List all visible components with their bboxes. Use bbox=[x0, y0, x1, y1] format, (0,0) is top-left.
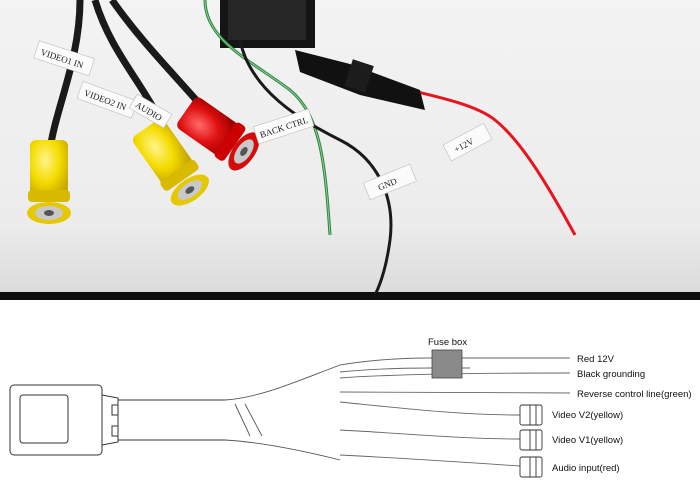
video2-rca-connector bbox=[133, 119, 209, 206]
label-black-grounding: Black grounding bbox=[577, 369, 645, 380]
cable-bundle bbox=[224, 364, 341, 461]
label-audio-input: Audio input(red) bbox=[552, 463, 620, 474]
fuse-box-label: Fuse box bbox=[428, 337, 467, 348]
plus12v-tag: +12V bbox=[442, 122, 493, 162]
label-video-v1: Video V1(yellow) bbox=[552, 435, 623, 446]
wiring-harness-photo: VIDEO1 IN VIDEO2 IN AUDIO BACK CTRL GND … bbox=[0, 0, 700, 300]
video1-jack bbox=[519, 429, 543, 451]
label-video-v2: Video V2(yellow) bbox=[552, 410, 623, 421]
gnd-tag: GND bbox=[363, 163, 417, 201]
label-reverse-control: Reverse control line(green) bbox=[577, 389, 692, 400]
video1-rca-connector bbox=[27, 140, 71, 224]
fuse-box bbox=[431, 349, 463, 379]
audio-jack bbox=[519, 456, 543, 478]
fan-out-wires bbox=[339, 357, 571, 467]
label-red-12v: Red 12V bbox=[577, 354, 615, 365]
audio-rca-connector bbox=[177, 97, 260, 171]
wiring-diagram: Fuse box Red 12V Black grounding Reverse… bbox=[0, 300, 700, 501]
video2-jack bbox=[519, 404, 543, 426]
ground-wire bbox=[238, 39, 393, 296]
main-connector-plug bbox=[9, 384, 225, 456]
